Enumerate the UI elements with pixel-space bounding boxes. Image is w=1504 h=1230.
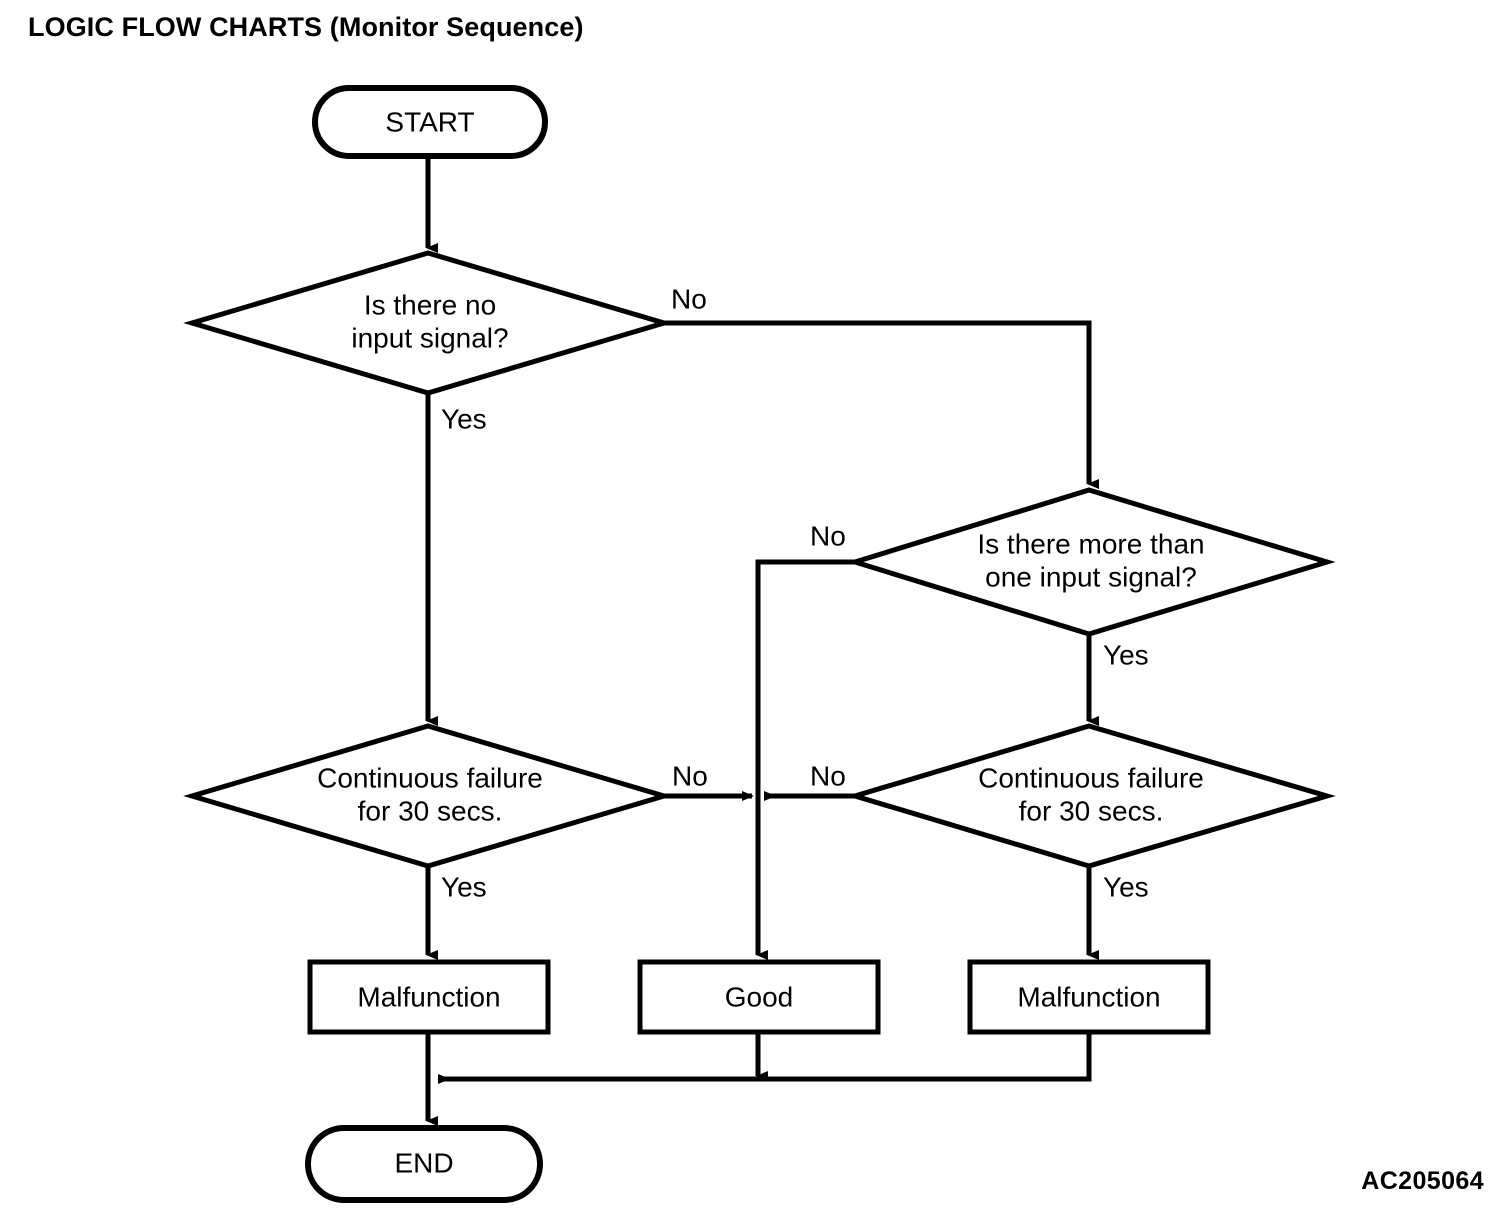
node-decision-continuous-failure-left[interactable]: Continuous failure for 30 secs. — [183, 723, 673, 869]
node-end-label: END — [394, 1147, 453, 1178]
node-d3-label-line1: Continuous failure — [317, 762, 543, 793]
edge-malfunction-right-to-merge — [438, 1032, 1092, 1084]
page-title: LOGIC FLOW CHARTS (Monitor Sequence) — [28, 12, 584, 42]
edge-label-d1-yes: Yes — [441, 403, 487, 434]
edge-label-d2-no: No — [810, 520, 846, 551]
node-box-good-label: Good — [725, 981, 794, 1012]
node-decision-continuous-failure-right[interactable]: Continuous failure for 30 secs. — [846, 723, 1336, 869]
node-d4-label-line2: for 30 secs. — [1019, 795, 1164, 826]
edge-label-d3-yes: Yes — [441, 871, 487, 902]
edge-label-d3-no: No — [672, 760, 708, 791]
node-d2-label-line1: Is there more than — [977, 528, 1204, 559]
edge-label-d2-yes: Yes — [1103, 639, 1149, 670]
node-d3-label-line2: for 30 secs. — [358, 795, 503, 826]
node-box-good[interactable]: Good — [637, 959, 881, 1035]
node-d1-label-line1: Is there no — [364, 289, 496, 320]
node-start[interactable]: START — [312, 85, 548, 159]
node-d2-label-line2: one input signal? — [985, 561, 1197, 592]
edge-label-d1-no: No — [671, 283, 707, 314]
node-d4-label-line1: Continuous failure — [978, 762, 1204, 793]
node-decision-no-input-signal[interactable]: Is there no input signal? — [183, 250, 673, 396]
node-box-malfunction-right-label: Malfunction — [1017, 981, 1160, 1012]
edge-d1-no-to-d2 — [664, 320, 1099, 489]
node-d1-label-line2: input signal? — [351, 322, 508, 353]
edge-label-d4-yes: Yes — [1103, 871, 1149, 902]
edge-d2-no-to-good — [755, 559, 855, 960]
node-decision-more-than-one-input-signal[interactable]: Is there more than one input signal? — [846, 487, 1336, 637]
reference-code: AC205064 — [1361, 1167, 1484, 1195]
node-end[interactable]: END — [305, 1125, 543, 1203]
node-start-label: START — [385, 106, 474, 137]
edge-label-d4-no: No — [810, 760, 846, 791]
node-box-malfunction-left-label: Malfunction — [357, 981, 500, 1012]
node-box-malfunction-right[interactable]: Malfunction — [967, 959, 1211, 1035]
node-box-malfunction-left[interactable]: Malfunction — [307, 959, 551, 1035]
